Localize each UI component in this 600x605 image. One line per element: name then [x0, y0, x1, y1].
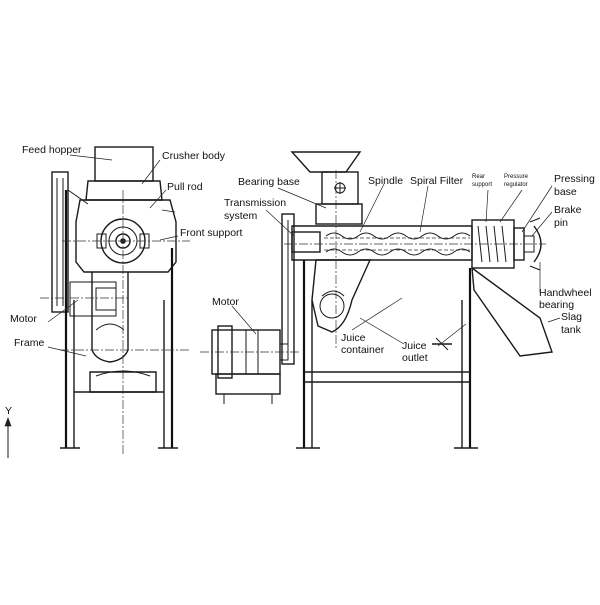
label-spiral-filter: Spiral Filter: [410, 175, 464, 187]
juice-container: [311, 259, 372, 333]
bearing-base: [315, 203, 363, 225]
axis-y-label: Y: [5, 405, 12, 417]
label-feed-hopper: Feed hopper: [22, 144, 82, 156]
label-pressure-regulator-1: Pressure: [504, 174, 529, 180]
label-transmission-1: Transmission: [224, 197, 286, 209]
motor-base: [215, 373, 281, 395]
label-handwheel-bearing-2: bearing: [539, 299, 574, 311]
label-motor-right: Motor: [212, 296, 239, 308]
motor-side: [69, 281, 117, 317]
label-bearing-base: Bearing base: [238, 176, 300, 188]
label-rear-support-1: Rear: [472, 174, 485, 180]
transmission-box: [291, 231, 321, 253]
pressure-regulator: [477, 225, 507, 263]
label-juice-container-1: Juice: [341, 332, 366, 344]
label-brake-pin-2: pin: [554, 217, 568, 229]
label-rear-support-2: support: [472, 182, 492, 188]
label-transmission-2: system: [224, 210, 258, 222]
label-slag-tank-1: Slag: [561, 311, 582, 323]
handwheel: [533, 225, 542, 263]
side-view: [200, 151, 553, 449]
side-feed-hopper: [290, 151, 362, 173]
leader-lines: [47, 154, 561, 357]
label-pressing-base-2: base: [554, 186, 577, 198]
label-pressing-base-1: Pressing: [554, 173, 595, 185]
crusher-body: [85, 180, 163, 201]
label-juice-outlet-1: Juice: [402, 340, 427, 352]
label-brake-pin-1: Brake: [554, 204, 582, 216]
label-pull-rod: Pull rod: [167, 181, 203, 193]
labels: Feed hopper Crusher body Pull rod Front …: [10, 144, 595, 364]
side-belt-guard: [281, 213, 295, 365]
label-juice-outlet-2: outlet: [402, 352, 428, 364]
belt-guard: [51, 171, 69, 313]
front-housing: [75, 199, 177, 273]
y-axis-indicator: Y: [4, 405, 12, 458]
brake-pin: [523, 235, 535, 253]
label-frame: Frame: [14, 337, 44, 349]
label-crusher-body: Crusher body: [162, 150, 226, 162]
label-front-support: Front support: [180, 227, 243, 239]
feed-hopper: [94, 146, 154, 182]
label-motor-left: Motor: [10, 313, 37, 325]
lower-column: [91, 272, 129, 363]
label-spindle: Spindle: [368, 175, 403, 187]
label-pressure-regulator-2: regulator: [504, 182, 528, 188]
label-juice-container-2: container: [341, 344, 385, 356]
label-slag-tank-2: tank: [561, 324, 582, 336]
slag-tank: [471, 266, 553, 357]
front-view: [40, 146, 190, 455]
label-handwheel-bearing-1: Handwheel: [539, 287, 592, 299]
spiral-filter: [325, 232, 471, 240]
